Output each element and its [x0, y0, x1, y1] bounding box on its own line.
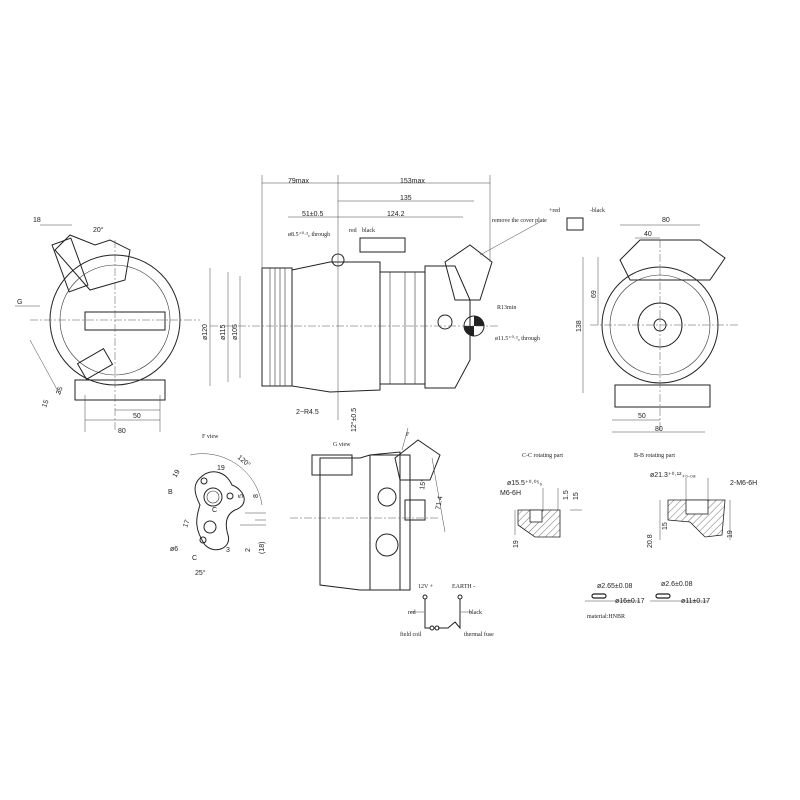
dim-135: 135	[400, 195, 412, 202]
dim-d6: ø6	[170, 546, 178, 553]
section-mark-c2: C	[192, 555, 197, 562]
wire-red-label: red	[349, 228, 357, 234]
field-coil-label: field coil	[400, 631, 422, 638]
angle-120: 120°	[236, 453, 252, 469]
cc-title: C-C rotating part	[522, 453, 563, 459]
dim-71-4: 71.4	[435, 496, 444, 511]
wire-black-label: black	[362, 228, 375, 234]
section-mark-c1: C	[212, 507, 217, 514]
bb-thread: 2-M6-6H	[730, 480, 757, 487]
dim-d105: ø105	[232, 324, 239, 340]
dim-5: 5	[238, 494, 245, 498]
wiring-earth-label: EARTH -	[452, 584, 475, 590]
dim-18: 18	[33, 217, 41, 224]
dim-8: 8	[253, 494, 260, 498]
dim-40: 40	[644, 231, 652, 238]
right-end-view: +red -black 80 40 69 138 50 80	[549, 208, 740, 433]
f-view-title: F view	[202, 434, 219, 440]
oring2-cross-section: ø2.6±0.08	[661, 581, 693, 588]
cc-bore: ø15.5⁺⁰·⁰⁵₀	[507, 479, 542, 487]
cc-thread: M6-6H	[500, 490, 521, 497]
cc-dim-1-5: 1.5	[563, 490, 570, 500]
dim-80-top: 80	[662, 217, 670, 224]
dim-80: 80	[118, 428, 126, 435]
dim-50: 50	[133, 413, 141, 420]
side-view: 79max 153max 135 51±0.5 124.2 ø8.5⁺⁰·³₀ …	[202, 175, 547, 432]
dim-3: 3	[226, 547, 230, 554]
dim-79max: 79max	[288, 178, 310, 185]
hole-right-label: ø11.5⁺⁰·³₀ through	[495, 335, 540, 342]
dim-124-2: 124.2	[387, 211, 405, 218]
wiring-red-label: red	[408, 610, 416, 616]
wiring-diagram: 12V + EARTH - red black field coil therm…	[400, 584, 494, 638]
orings: ø2.65±0.08 ø16±0.17 ø2.6±0.08 ø11±0.17 m…	[585, 581, 710, 620]
dim-18-ref: (18)	[259, 542, 266, 554]
dim-angle-12: 12°±0.5	[350, 408, 358, 432]
dim-d115: ø115	[220, 324, 227, 340]
view-mark-f: F	[406, 432, 410, 438]
dim-2: 2	[245, 548, 252, 552]
dim-50-right: 50	[638, 413, 646, 420]
connector-red-label: +red	[549, 208, 560, 214]
bb-section: B-B rotating part ø21.3⁺⁰·¹²₊₀.₀₈ 2-M6-6…	[634, 453, 757, 548]
oring2-inner-diameter: ø11±0.17	[681, 598, 710, 605]
dim-d120: ø120	[202, 324, 209, 340]
cover-plate-note: remove the cover plate	[492, 218, 547, 224]
thermal-fuse-label: thermal fuse	[464, 631, 494, 638]
wiring-black-label: black	[469, 610, 482, 616]
r13-label: R13min	[497, 305, 516, 311]
connector-black-label: -black	[590, 208, 605, 214]
cc-dim-19: 19	[513, 540, 520, 548]
dim-153max: 153max	[400, 178, 425, 185]
cc-dim-15: 15	[573, 492, 580, 500]
wiring-plus-label: 12V +	[418, 584, 434, 590]
bb-dim-15: 15	[662, 522, 669, 530]
bb-bore: ø21.3⁺⁰·¹²₊₀.₀₈	[650, 471, 696, 479]
section-mark-b: B	[168, 489, 173, 496]
bb-title: B-B rotating part	[634, 453, 675, 459]
left-end-view: 18 20° G 35 15 50 80	[15, 217, 200, 435]
g-view: G view F 15° 71.4	[290, 427, 446, 591]
f-view: F view 120° 19 19 B 8 5 C 17 ø6 C 2 (18)…	[168, 434, 266, 577]
dim-19-left: 19	[172, 469, 182, 479]
view-mark-g: G	[17, 299, 22, 306]
dim-19-top: 19	[217, 465, 225, 472]
bb-dim-20-8: 20.8	[647, 534, 654, 548]
angle-15: 15°	[418, 478, 428, 490]
angle-20: 20°	[93, 226, 104, 234]
angle-25: 25°	[195, 569, 206, 577]
dim-35: 35	[55, 386, 64, 396]
g-view-title: G view	[333, 442, 351, 448]
material-label: material:HNBR	[587, 614, 625, 620]
dim-69: 69	[591, 290, 598, 298]
dim-138: 138	[576, 320, 583, 332]
dim-80-right: 80	[655, 426, 663, 433]
hole-top-label: ø8.5⁺⁰·³₀ through	[288, 231, 330, 238]
oring1-inner-diameter: ø16±0.17	[615, 598, 645, 605]
cc-section: C-C rotating part ø15.5⁺⁰·⁰⁵₀ M6-6H 1.5 …	[500, 453, 582, 548]
dim-51: 51±0.5	[302, 211, 323, 218]
oring1-cross-section: ø2.65±0.08	[597, 583, 632, 590]
dim-17: 17	[182, 519, 191, 529]
dim-15: 15	[41, 399, 50, 409]
bb-dim-19: 19	[727, 530, 734, 538]
dim-r45: 2−R4.5	[296, 409, 319, 416]
